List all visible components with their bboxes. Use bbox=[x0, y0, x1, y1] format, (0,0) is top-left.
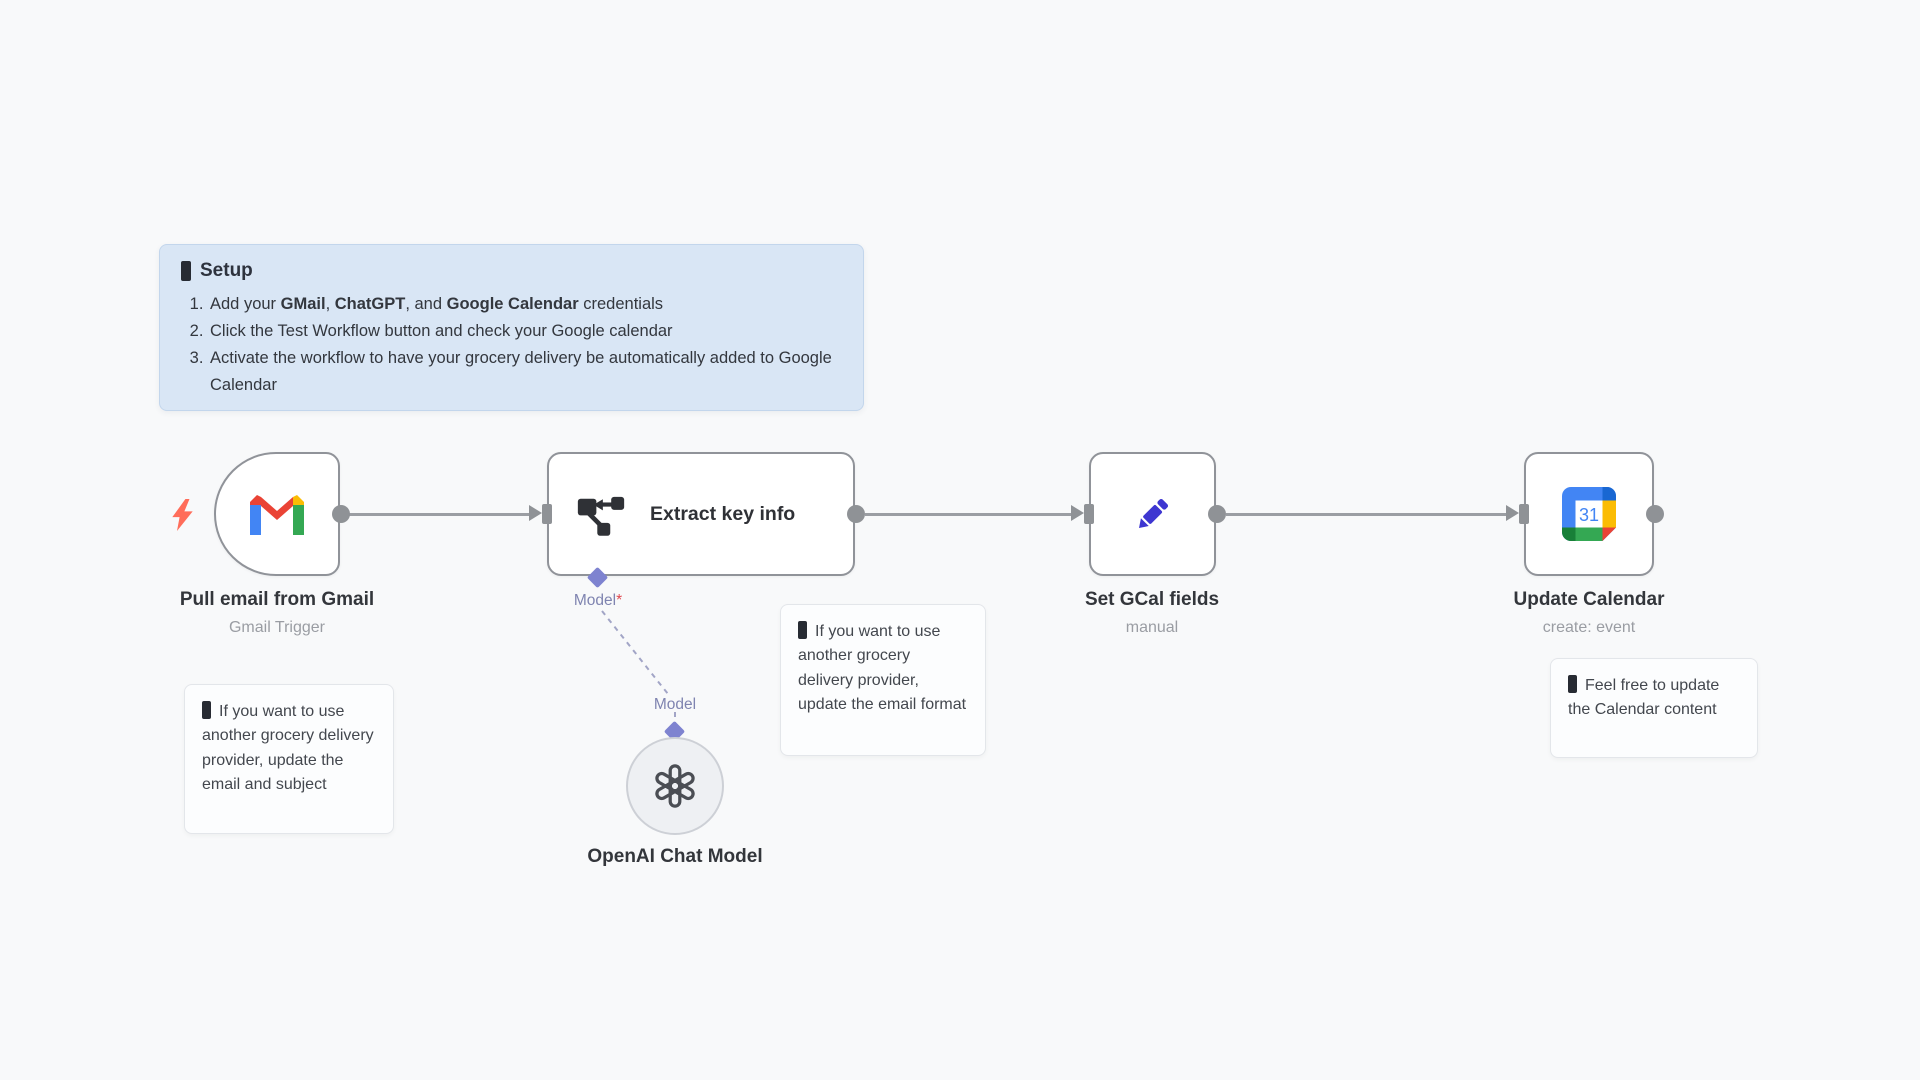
step1-sep1: , bbox=[325, 295, 335, 313]
emoji-tofu-icon bbox=[1568, 675, 1577, 693]
input-port-extract[interactable] bbox=[542, 504, 552, 524]
required-asterisk: * bbox=[616, 592, 623, 609]
step1-bold-gmail: GMail bbox=[280, 295, 326, 313]
node-extract-key-info[interactable]: Extract key info bbox=[547, 452, 855, 576]
model-port-text: Model bbox=[573, 592, 617, 609]
output-port-gmail[interactable] bbox=[332, 505, 350, 523]
node-title-set: Set GCal fields bbox=[1084, 589, 1220, 610]
information-extractor-icon bbox=[577, 496, 625, 536]
node-set-gcal-fields[interactable] bbox=[1089, 452, 1216, 576]
step1-bold-gcal: Google Calendar bbox=[446, 295, 579, 313]
calendar-day-number: 31 bbox=[1579, 505, 1599, 525]
output-port-set[interactable] bbox=[1208, 505, 1226, 523]
tip-sticky-gmail[interactable]: If you want to use another grocery deliv… bbox=[184, 684, 394, 834]
node-subtitle-gmail: Gmail Trigger bbox=[228, 619, 326, 636]
step1-post: credentials bbox=[578, 295, 664, 313]
step1-text: Add your bbox=[210, 295, 281, 313]
emoji-tofu-icon bbox=[202, 701, 211, 719]
node-gmail-trigger[interactable] bbox=[214, 452, 340, 576]
node-title-openai: OpenAI Chat Model bbox=[587, 846, 763, 867]
node-title-calendar: Update Calendar bbox=[1513, 589, 1665, 610]
node-title-gmail: Pull email from Gmail bbox=[179, 589, 375, 610]
setup-steps-list: Add your GMail, ChatGPT, and Google Cale… bbox=[181, 291, 842, 399]
setup-sticky-note[interactable]: Setup Add your GMail, ChatGPT, and Googl… bbox=[159, 244, 864, 411]
tip-sticky-extract[interactable]: If you want to use another grocery deliv… bbox=[780, 604, 986, 756]
emoji-tofu-icon bbox=[798, 621, 807, 639]
step1-sep2: , and bbox=[405, 295, 447, 313]
tip-text-gmail: If you want to use another grocery deliv… bbox=[185, 685, 393, 813]
connection-arrowhead bbox=[1506, 505, 1519, 521]
input-port-set[interactable] bbox=[1084, 504, 1094, 524]
node-openai-chat-model[interactable] bbox=[626, 737, 724, 835]
lightning-bolt-icon bbox=[172, 499, 193, 531]
tip-extract-content: If you want to use another grocery deliv… bbox=[798, 623, 967, 714]
connection-set-to-calendar[interactable] bbox=[1226, 513, 1506, 516]
google-calendar-icon: 31 bbox=[1562, 487, 1616, 541]
tip-gmail-content: If you want to use another grocery deliv… bbox=[202, 703, 374, 794]
output-port-extract[interactable] bbox=[847, 505, 865, 523]
connection-gmail-to-extract[interactable] bbox=[341, 513, 529, 516]
connection-arrowhead bbox=[529, 505, 542, 521]
setup-title-text: Setup bbox=[200, 260, 253, 281]
output-port-calendar[interactable] bbox=[1646, 505, 1664, 523]
edit-pencil-icon bbox=[1138, 498, 1168, 529]
model-input-label-openai: Model bbox=[653, 696, 697, 713]
tip-sticky-calendar[interactable]: Feel free to update the Calendar content bbox=[1550, 658, 1758, 758]
setup-note-title: Setup bbox=[181, 260, 842, 282]
connection-arrowhead bbox=[1071, 505, 1084, 521]
input-port-calendar[interactable] bbox=[1519, 504, 1529, 524]
emoji-tofu-icon bbox=[181, 261, 191, 281]
tip-calendar-content: Feel free to update the Calendar content bbox=[1568, 677, 1720, 719]
node-update-calendar[interactable]: 31 bbox=[1524, 452, 1654, 576]
setup-step-3: Activate the workflow to have your groce… bbox=[208, 345, 842, 399]
openai-logo-icon bbox=[655, 764, 695, 808]
connection-extract-to-set[interactable] bbox=[865, 513, 1071, 516]
model-port-label: Model* bbox=[528, 592, 668, 610]
step1-bold-chatgpt: ChatGPT bbox=[334, 295, 406, 313]
tip-text-calendar: Feel free to update the Calendar content bbox=[1551, 659, 1757, 738]
gmail-logo-icon bbox=[250, 495, 304, 535]
setup-step-1: Add your GMail, ChatGPT, and Google Cale… bbox=[208, 291, 842, 318]
setup-step-2: Click the Test Workflow button and check… bbox=[208, 318, 842, 345]
tip-text-extract: If you want to use another grocery deliv… bbox=[781, 605, 985, 733]
node-subtitle-set: manual bbox=[1125, 619, 1179, 636]
node-title-extract: Extract key info bbox=[650, 502, 796, 525]
node-subtitle-calendar: create: event bbox=[1542, 619, 1636, 636]
